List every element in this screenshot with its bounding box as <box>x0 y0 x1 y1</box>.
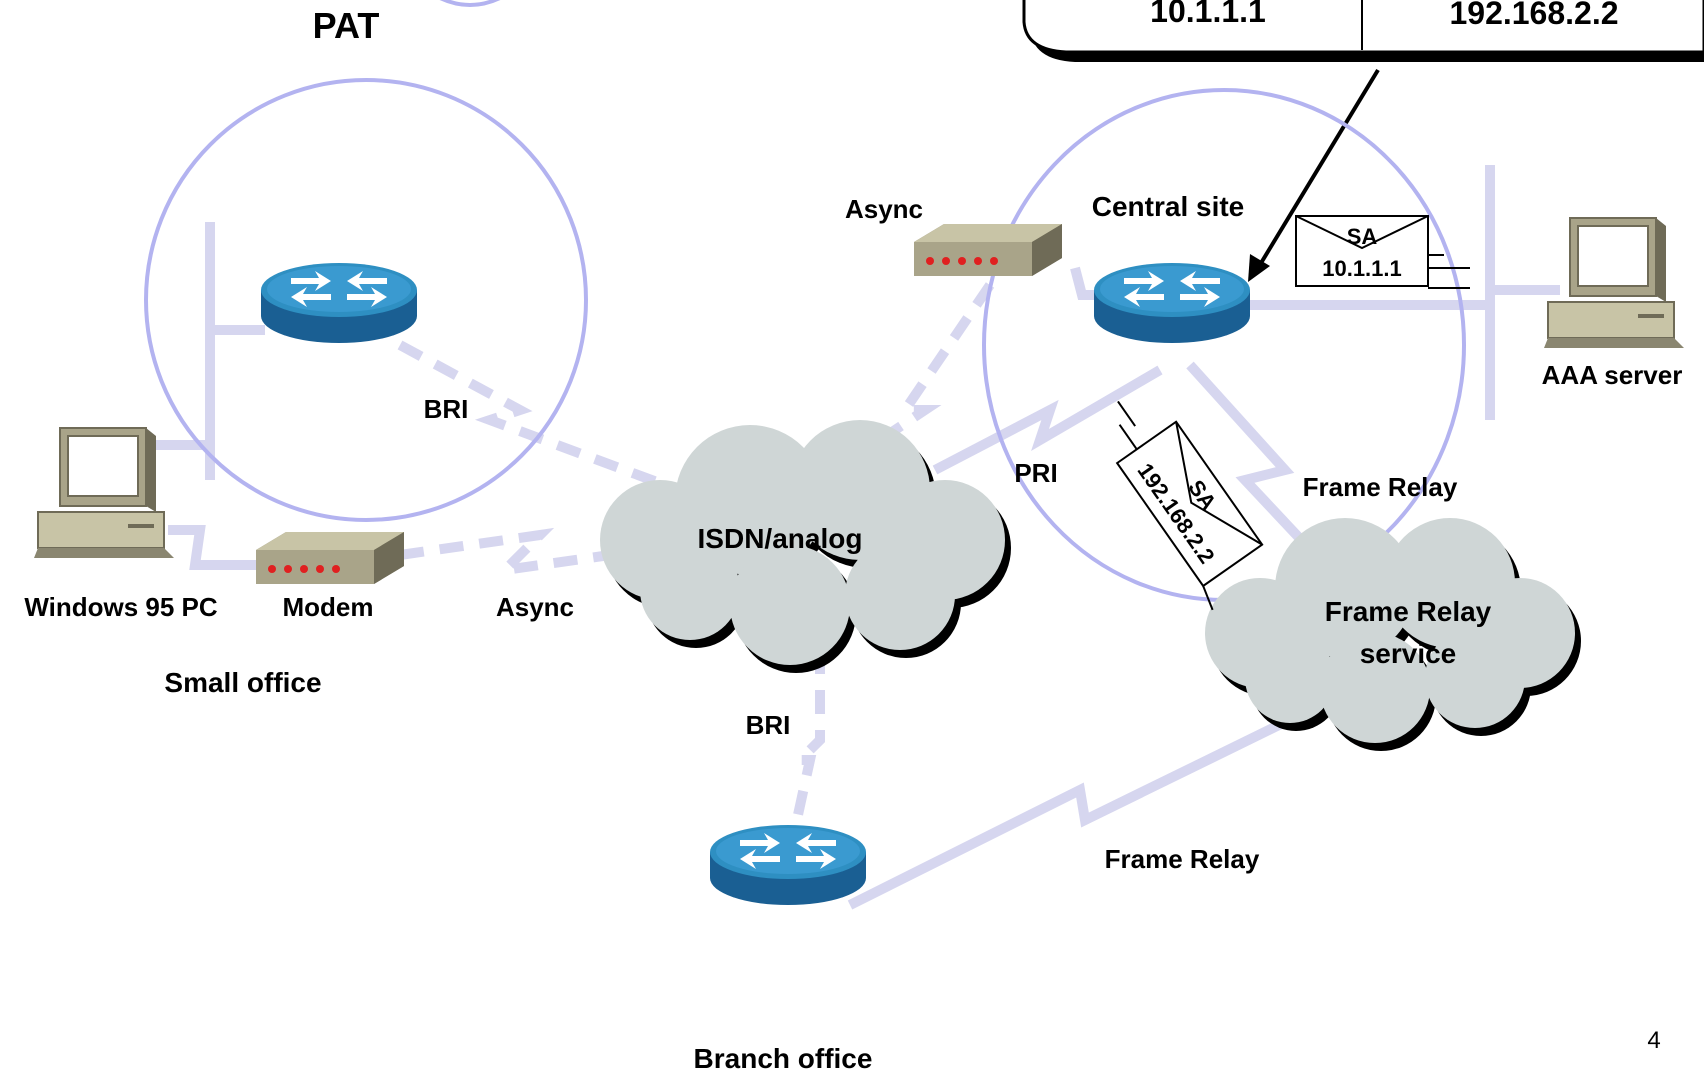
aaa-server-label: AAA server <box>1542 360 1683 390</box>
frame-relay-service-label-1: Frame Relay <box>1325 596 1492 627</box>
central-async-modem <box>914 224 1062 276</box>
frame-relay-service-label-2: service <box>1360 638 1457 669</box>
central-site-label: Central site <box>1092 191 1245 222</box>
central-lan <box>1250 165 1560 420</box>
async-small-link <box>399 527 611 578</box>
pat-scope-circle <box>144 78 588 522</box>
frame-relay-lower-label: Frame Relay <box>1105 844 1260 874</box>
frame-relay-upper-label: Frame Relay <box>1303 472 1458 502</box>
windows-pc-icon <box>33 427 175 559</box>
pat-label: PAT <box>313 5 380 46</box>
frame-relay-link-branch <box>847 700 1323 910</box>
small-office-lan <box>150 222 265 480</box>
nat-outside-address: 192.168.2.2 <box>1449 0 1618 31</box>
bri-small-label: BRI <box>424 394 469 424</box>
pat-circle-fragment <box>439 0 501 7</box>
nat-inside-address: 10.1.1.1 <box>1150 0 1266 29</box>
bri-branch-label: BRI <box>746 710 791 740</box>
aaa-server-icon <box>1543 217 1685 349</box>
pc-modem-cable <box>168 525 260 570</box>
nat-translation-table: 10.1.1.1 192.168.2.2 <box>1022 0 1704 62</box>
isdn-analog-label: ISDN/analog <box>698 523 863 554</box>
packet-outside: SA 192.168.2.2 <box>1115 400 1264 611</box>
packet-inside: SA 10.1.1.1 <box>1295 215 1470 289</box>
packet-inside-sa: SA <box>1347 224 1378 249</box>
branch-office-label: Branch office <box>694 1043 873 1072</box>
windows-pc-label: Windows 95 PC <box>24 592 218 622</box>
small-office-label: Small office <box>164 667 321 698</box>
pri-label: PRI <box>1014 458 1057 488</box>
small-office-modem <box>256 532 404 584</box>
bri-branch-link <box>777 650 825 890</box>
isdn-analog-cloud <box>600 420 1011 673</box>
bri-small-link <box>397 340 667 490</box>
frame-relay-service-cloud <box>1205 518 1581 751</box>
small-office-router <box>261 263 417 343</box>
frame-relay-link-central <box>1186 361 1324 564</box>
translation-arrow <box>1256 68 1380 270</box>
modem-label: Modem <box>283 592 374 622</box>
branch-office-router <box>710 825 866 905</box>
packet-inside-address: 10.1.1.1 <box>1322 256 1402 281</box>
central-site-router <box>1094 263 1250 343</box>
page-number: 4 <box>1647 1027 1660 1054</box>
async-central-label: Async <box>845 194 923 224</box>
async-small-label: Async <box>496 592 574 622</box>
translation-arrowhead <box>1248 254 1270 282</box>
pri-link <box>932 365 1163 475</box>
